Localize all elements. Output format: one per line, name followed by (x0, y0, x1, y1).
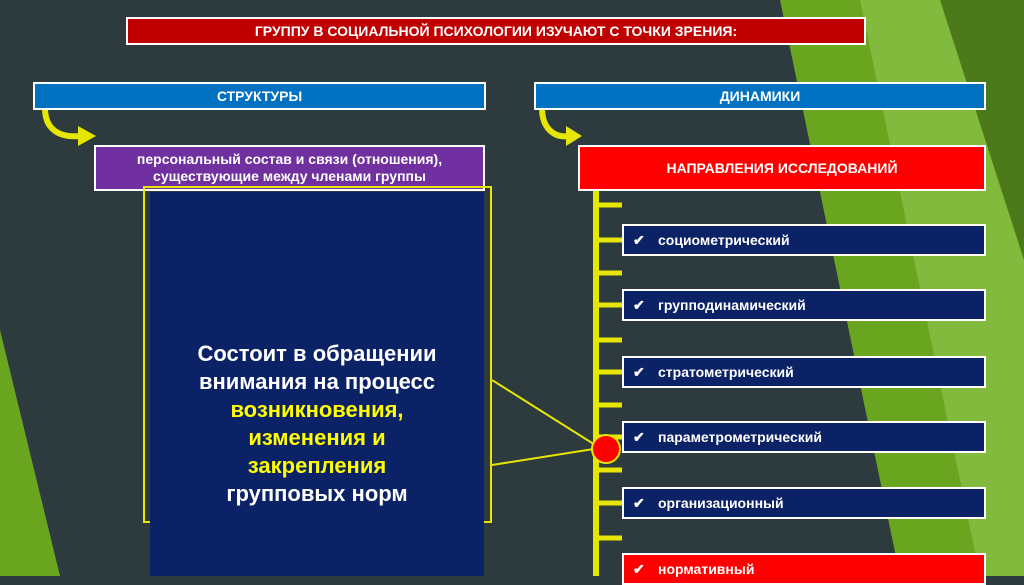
dynamics-arrowhead-icon (566, 126, 582, 146)
check-icon: ✔ (633, 495, 645, 511)
structure-heading: СТРУКТУРЫ (33, 82, 486, 110)
description-panel (150, 192, 484, 576)
research-directions-header: НАПРАВЛЕНИЯ ИССЛЕДОВАНИЙ (578, 145, 986, 191)
method-label: социометрический (658, 232, 790, 248)
description-highlight: закрепления (247, 453, 387, 478)
structure-arrowhead-icon (78, 126, 96, 146)
check-icon: ✔ (633, 297, 645, 313)
dynamics-description: Состоит в обращении внимания на процесс … (150, 340, 484, 508)
method-item: ✔ групподинамический (622, 289, 986, 321)
green-corner-left (0, 330, 60, 576)
connector-node-icon (591, 434, 621, 464)
description-highlight: изменения и (248, 425, 386, 450)
structure-arrow-icon (42, 107, 81, 140)
description-line: групповых норм (226, 481, 408, 506)
callout-line (491, 379, 601, 449)
structure-definition: персональный состав и связи (отношения),… (94, 145, 485, 191)
method-item: ✔ нормативный (622, 553, 986, 585)
dynamics-arrow-icon (539, 107, 569, 140)
method-label: параметрометрический (658, 429, 823, 445)
description-line: внимания на процесс (198, 369, 436, 394)
check-icon: ✔ (633, 364, 645, 380)
callout-line (491, 447, 601, 466)
page-title: ГРУППУ В СОЦИАЛЬНОЙ ПСИХОЛОГИИ ИЗУЧАЮТ С… (126, 17, 866, 45)
green-stripe-dark (940, 0, 1024, 260)
method-item: ✔ организационный (622, 487, 986, 519)
check-icon: ✔ (633, 561, 645, 577)
method-label: нормативный (658, 561, 755, 577)
method-label: групподинамический (658, 297, 806, 313)
check-icon: ✔ (633, 232, 645, 248)
red-node (591, 434, 621, 464)
method-item: ✔ стратометрический (622, 356, 986, 388)
method-item: ✔ социометрический (622, 224, 986, 256)
description-highlight: возникновения, (230, 397, 404, 422)
description-line: Состоит в обращении (197, 341, 437, 366)
dynamics-heading: ДИНАМИКИ (534, 82, 986, 110)
method-label: стратометрический (658, 364, 794, 380)
check-icon: ✔ (633, 429, 645, 445)
method-label: организационный (658, 495, 784, 511)
method-item: ✔ параметрометрический (622, 421, 986, 453)
